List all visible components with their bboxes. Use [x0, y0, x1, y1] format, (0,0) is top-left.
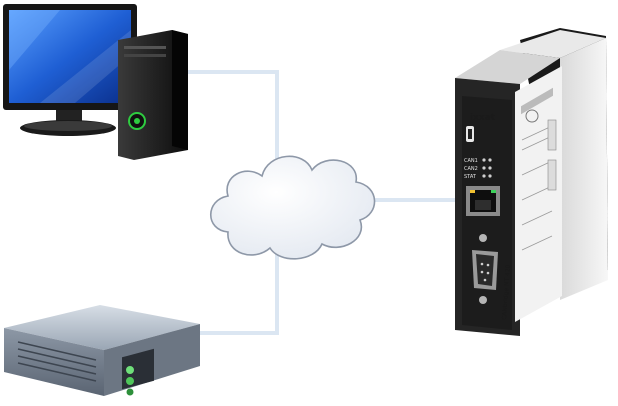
industrial-gateway-icon: ixxat CAN1 CAN2 STAT CANbridge NT 420	[455, 28, 608, 336]
desktop-computer-icon	[3, 4, 188, 160]
led-label-can1: CAN1	[464, 158, 478, 164]
link-server-to-cloud	[163, 246, 279, 335]
led-label-stat: STAT	[464, 174, 477, 180]
device-model-label: CANbridge NT 420	[501, 264, 512, 320]
link-pc-to-cloud	[183, 70, 279, 162]
led-label-can2: CAN2	[464, 166, 478, 172]
server-icon	[4, 305, 200, 396]
network-cloud-icon	[210, 155, 376, 260]
network-links	[163, 70, 472, 335]
device-brand-label: ixxat	[470, 113, 496, 123]
